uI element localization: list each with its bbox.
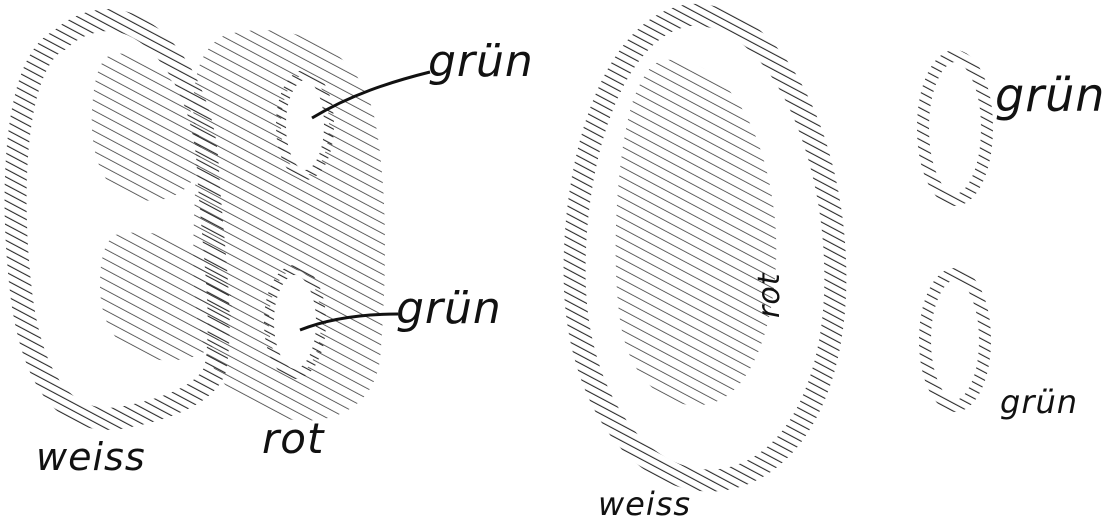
label-left-gruen-bottom: grün: [396, 287, 502, 331]
label-mid-rot: rot: [755, 273, 785, 318]
label-right-gruen-bottom: grün: [1000, 386, 1078, 418]
label-mid-weiss: weiss: [598, 488, 691, 520]
label-left-weiss: weiss: [36, 438, 146, 476]
figure-right: [923, 56, 987, 406]
figure-left: [16, 20, 430, 420]
right-gruen-bottom-shape: [925, 274, 985, 406]
label-left-rot: rot: [262, 418, 324, 460]
label-right-gruen-top: grün: [995, 72, 1105, 118]
label-left-gruen-top: grün: [428, 40, 534, 84]
right-gruen-top-shape: [923, 56, 987, 200]
figure-middle: [575, 15, 836, 481]
mid-rot-body: [616, 60, 777, 406]
